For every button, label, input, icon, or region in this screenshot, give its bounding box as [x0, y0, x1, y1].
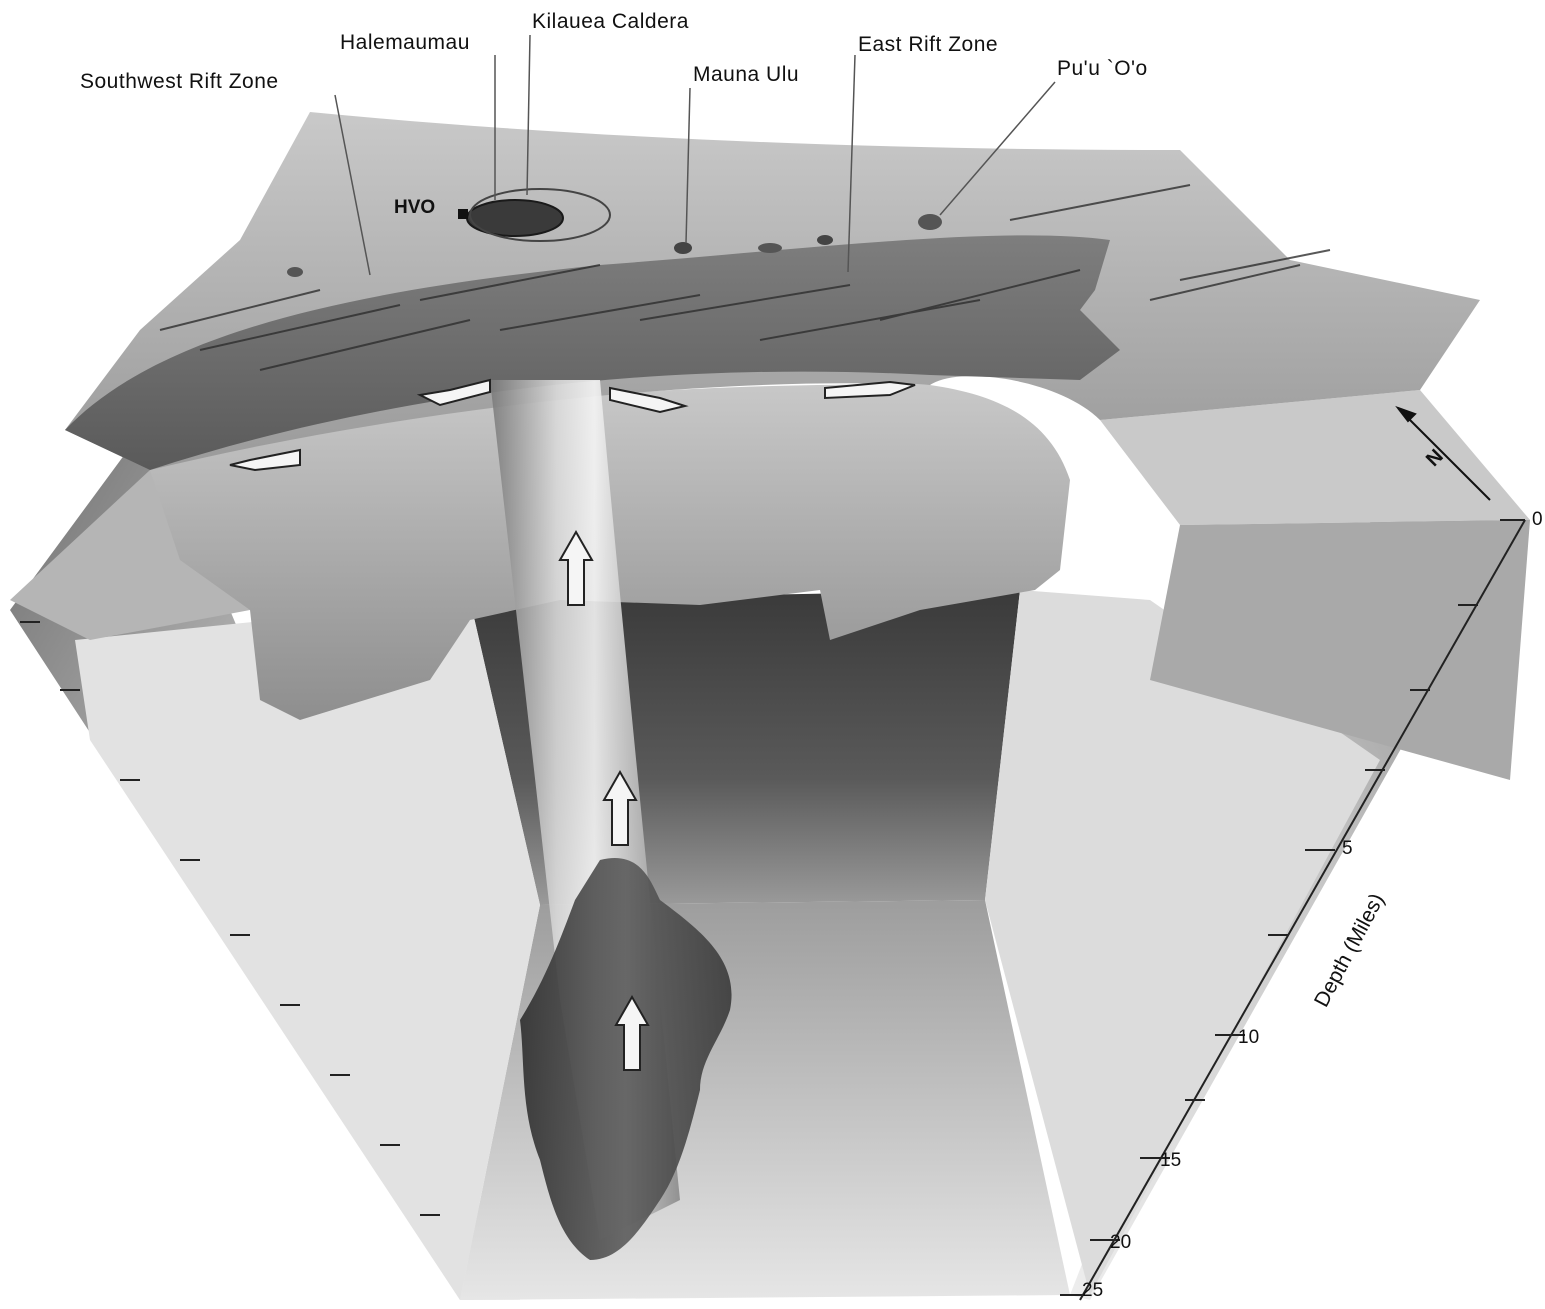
label-halemaumau: Halemaumau	[340, 31, 470, 55]
label-east-rift-zone: East Rift Zone	[858, 33, 998, 57]
label-mauna-ulu: Mauna Ulu	[693, 63, 799, 87]
depth-tick-5: 5	[1342, 838, 1353, 860]
label-hvo: HVO	[394, 197, 435, 219]
secondary-cone	[758, 243, 782, 253]
depth-tick-20: 20	[1110, 1232, 1131, 1254]
puu-oo-cone	[918, 214, 942, 230]
mauna-ulu-cone	[674, 242, 692, 254]
southwest-cone	[287, 267, 303, 277]
label-kilauea-caldera: Kilauea Caldera	[532, 10, 689, 34]
secondary-cone	[817, 235, 833, 245]
label-southwest-rift-zone: Southwest Rift Zone	[80, 70, 279, 94]
halemaumau-crater	[467, 200, 563, 236]
depth-tick-10: 10	[1238, 1027, 1259, 1049]
depth-tick-15: 15	[1160, 1150, 1181, 1172]
hvo-marker	[458, 209, 468, 219]
depth-tick-25: 25	[1082, 1280, 1103, 1302]
depth-tick-0: 0	[1532, 509, 1543, 531]
label-puu-oo: Pu'u `O'o	[1057, 57, 1148, 81]
